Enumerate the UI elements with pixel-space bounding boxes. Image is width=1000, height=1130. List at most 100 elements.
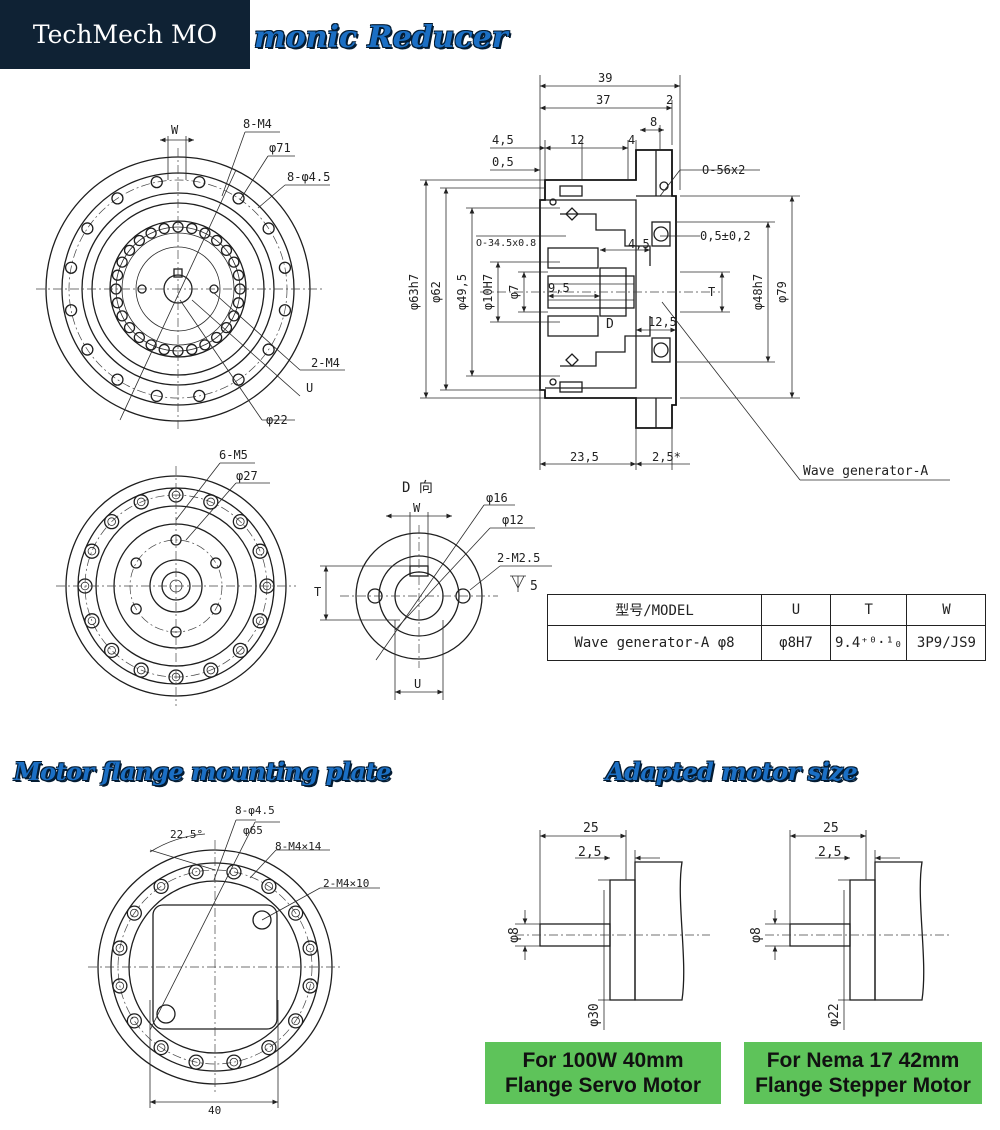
spec-header-w: W [906, 594, 987, 626]
flange-hole [112, 940, 128, 956]
flange-hole-inner [191, 1057, 201, 1067]
bearing-ball [123, 322, 136, 334]
m1-pilot: φ30 [587, 1003, 602, 1026]
wave-generator-label: Wave generator-A [803, 464, 928, 479]
flange-hole [153, 1040, 169, 1056]
bearing-ball [220, 322, 233, 334]
back-bolt-hole [252, 543, 268, 559]
bearing-ball [133, 331, 145, 344]
front-bolt-hole [193, 175, 206, 189]
bearing-ball [232, 269, 245, 281]
sec-37: 37 [596, 93, 610, 107]
servo-caption-line2: Flange Servo Motor [504, 1074, 702, 1097]
bearing-ball [228, 256, 240, 268]
front-bolt-hole [278, 261, 292, 274]
flange-section-title: Motor flange mounting plate [14, 757, 391, 786]
bearing-ball [145, 339, 157, 351]
back-bolt-hole-inner [236, 646, 245, 655]
detail-depth: 5 [530, 579, 538, 594]
detail-m25: 2-M2.5 [497, 551, 540, 565]
back-bolt-hole-inner [136, 497, 146, 507]
back-inner-hole [210, 557, 222, 569]
spec-cell-t: 9.4⁺⁰·¹₀ [829, 625, 908, 661]
fv-m4-label: 8-M4 [243, 117, 272, 131]
bearing-ball [145, 227, 157, 239]
sec-4: 4 [628, 133, 635, 147]
back-bolt-hole [84, 543, 100, 559]
detail-d-view: D 向 W φ16 φ12 2-M2.5 5 T U [314, 480, 552, 700]
back-bolt-hole-inner [255, 546, 265, 556]
front-bolt-hole [81, 222, 94, 235]
m2-25: 25 [823, 821, 839, 836]
fl-40: 40 [208, 1104, 221, 1117]
bearing-ball [186, 222, 198, 235]
sec-45b: 4,5 [628, 237, 650, 251]
bearing-ball [199, 227, 211, 239]
sec-39: 39 [598, 71, 612, 85]
back-bolt-hole-inner [206, 497, 216, 507]
bearing-ball [199, 339, 211, 351]
flange-hole-inner [264, 882, 274, 891]
motor-servo-drawing: 25 2,5 φ8 φ30 [507, 821, 710, 1030]
flange-hole-inner [291, 1016, 300, 1026]
flange-hole [288, 1013, 304, 1029]
sec-phi48: φ48h7 [751, 274, 765, 310]
m2-25b: 2,5 [818, 845, 841, 860]
sec-phi7: φ7 [507, 285, 521, 299]
detail-phi16: φ16 [486, 491, 508, 505]
fv-phi71-label: φ71 [269, 141, 291, 155]
back-bolt-hole [232, 642, 248, 658]
front-bolt-hole [81, 343, 94, 356]
flange-hole-inner [156, 1043, 166, 1052]
fv-w-label: W [171, 123, 179, 137]
servo-motor-caption: For 100W 40mm Flange Servo Motor [485, 1042, 721, 1104]
detail-u: U [414, 677, 421, 691]
front-bolt-hole [262, 222, 275, 235]
fv-phi22-label: φ22 [266, 413, 288, 427]
bearing-ball [211, 234, 223, 247]
bearing-ball [211, 331, 223, 344]
sec-phi62: φ62 [429, 281, 443, 303]
flange-plate-view: 22.5° 8-φ4.5 φ65 8-M4×14 2-M4×10 40 [88, 804, 380, 1117]
flange-hole-inner [115, 943, 125, 953]
detail-w: W [413, 501, 421, 515]
sec-95: 9,5 [548, 281, 570, 295]
sec-phi79: φ79 [775, 281, 789, 303]
flange-hole [261, 878, 277, 894]
front-bolt-hole [64, 304, 78, 317]
fv-holes45-label: 8-φ4.5 [287, 170, 330, 184]
sec-tol: 0,5±0,2 [700, 229, 751, 243]
back-bolt-hole [203, 494, 219, 510]
back-bolt-hole-inner [87, 616, 97, 626]
flange-hole-inner [191, 867, 201, 877]
flange-hole [153, 878, 169, 894]
flange-hole-inner [229, 1057, 239, 1067]
sec-2: 2 [666, 93, 673, 107]
spec-table: 型号/MODEL U T W Wave generator-A φ8 φ8H7 … [547, 594, 987, 661]
sec-d: D [606, 317, 614, 332]
m2-shaft: φ8 [749, 927, 764, 943]
back-bolt-hole-inner [236, 517, 245, 526]
back-bolt-hole [203, 662, 219, 678]
front-bolt-hole [150, 175, 163, 189]
m1-25b: 2,5 [578, 845, 601, 860]
flange-hole [226, 1054, 242, 1070]
stepper-motor-caption: For Nema 17 42mm Flange Stepper Motor [744, 1042, 982, 1104]
sec-12: 12 [570, 133, 584, 147]
flange-hole-inner [264, 1043, 274, 1052]
flange-hole [288, 905, 304, 921]
stepper-caption-line2: Flange Stepper Motor [755, 1074, 971, 1097]
sec-phi495: φ49,5 [455, 274, 469, 310]
back-bolt-hole-inner [136, 665, 146, 675]
front-bolt-hole [278, 304, 292, 317]
fv-u-label: U [306, 381, 313, 395]
servo-caption-line1: For 100W 40mm [522, 1049, 684, 1072]
bv-phi27-label: φ27 [236, 469, 258, 483]
fl-angle: 22.5° [170, 828, 203, 841]
back-bolt-hole [104, 642, 120, 658]
front-bolt-hole [262, 343, 275, 356]
flange-hole [302, 978, 318, 994]
back-bolt-hole-inner [206, 665, 216, 675]
sec-oring2: O-34.5x0.8 [476, 238, 536, 249]
